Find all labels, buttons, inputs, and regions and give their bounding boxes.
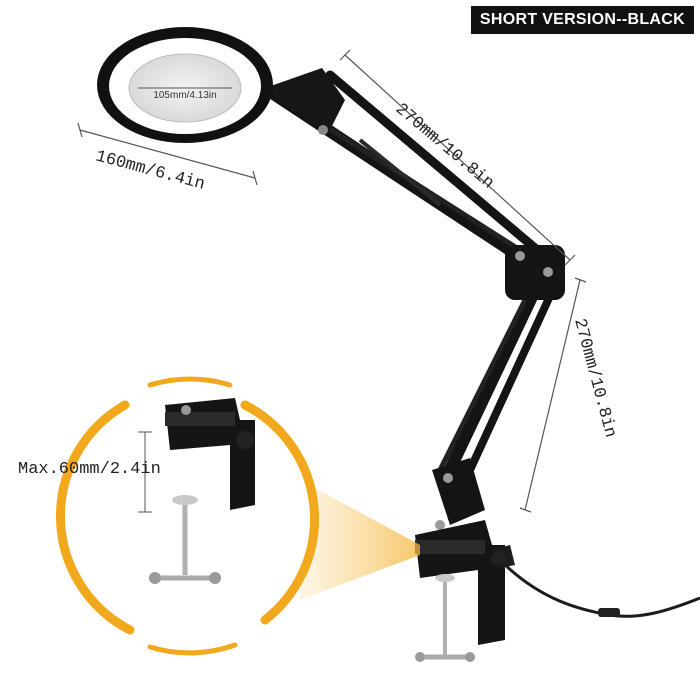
version-badge: SHORT VERSION--BLACK xyxy=(470,6,694,34)
clamp-detail-inset xyxy=(56,376,420,656)
lens-size-label: 105mm/4.13in xyxy=(153,90,216,101)
magnifier-head xyxy=(97,27,273,143)
power-cord xyxy=(498,558,700,618)
desk-clamp xyxy=(415,520,515,662)
elbow-joint xyxy=(505,245,565,300)
dimension-lines xyxy=(77,49,587,513)
head-width-label: 160mm/6.4in xyxy=(93,147,206,194)
clamp-max-label: Max.60mm/2.4in xyxy=(18,460,161,479)
accent-ring-left xyxy=(56,400,135,635)
cord-switch xyxy=(598,608,620,617)
accent-ring-right xyxy=(240,400,320,625)
lower-arm xyxy=(437,274,559,486)
head-connector xyxy=(265,68,345,130)
lower-arm-length-label: 270mm/10.8in xyxy=(569,317,619,440)
base-joint xyxy=(432,458,485,530)
